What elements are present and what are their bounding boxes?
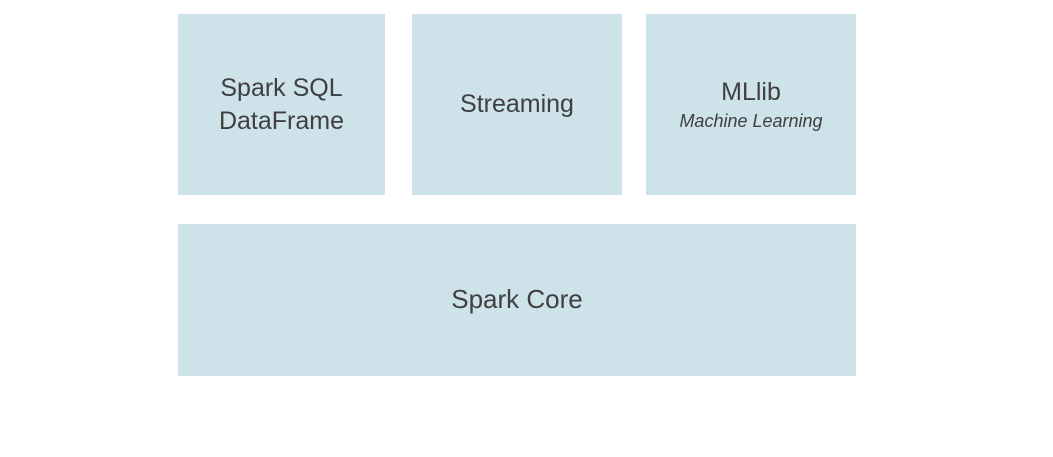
mllib-box: MLlib Machine Learning [646,14,856,195]
spark-sql-box: Spark SQL DataFrame [178,14,385,195]
spark-core-box: Spark Core [178,224,856,376]
spark-core-label: Spark Core [451,284,583,315]
streaming-box: Streaming [412,14,622,195]
spark-sql-label-line2: DataFrame [218,106,345,135]
spark-sql-label-line1: Spark SQL [220,74,343,102]
mllib-subtitle: Machine Learning [679,111,823,132]
streaming-label: Streaming [460,90,574,119]
mllib-label: MLlib [721,77,781,106]
